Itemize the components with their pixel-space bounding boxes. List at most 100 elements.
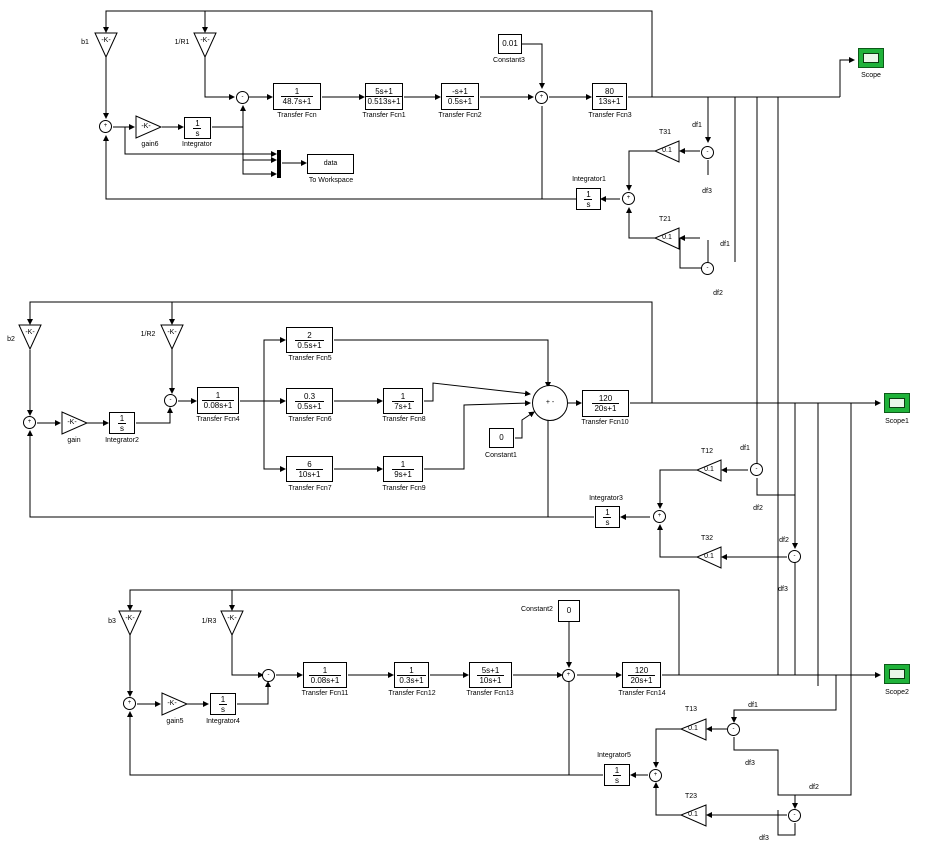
- tf3-den: 13s+1: [596, 96, 623, 106]
- sum-area2-main[interactable]: + -: [532, 385, 568, 421]
- tf12-den: 0.3s+1: [397, 674, 426, 685]
- to-workspace-block[interactable]: data: [307, 154, 354, 174]
- int-den: s: [193, 127, 202, 138]
- sum-area1-left[interactable]: +: [99, 120, 112, 133]
- label-b1: b1: [81, 39, 89, 46]
- label-constant3: Constant3: [493, 57, 525, 64]
- label-r1: 1/R1: [174, 39, 190, 46]
- tf14-den: 20s+1: [628, 674, 655, 685]
- scope2-block[interactable]: [884, 664, 910, 684]
- label-b2: b2: [7, 336, 15, 343]
- label-tf7: Transfer Fcn7: [288, 485, 332, 492]
- sum-area2-left[interactable]: +: [23, 416, 36, 429]
- label-tf14: Transfer Fcn14: [618, 690, 666, 697]
- gain-b3-triangle: [118, 610, 142, 637]
- t12-value: 0.1: [704, 466, 714, 473]
- tf1-den: 0.513s+1: [365, 96, 403, 106]
- sum-area3-tie[interactable]: +: [649, 769, 662, 782]
- label-df2-a3: df2: [809, 784, 819, 791]
- label-df1-a1: df1: [692, 122, 702, 129]
- scope2-screen-icon: [889, 669, 905, 679]
- label-tf2: Transfer Fcn2: [438, 112, 482, 119]
- sum-area1-df1[interactable]: -: [701, 146, 714, 159]
- int-num: 1: [586, 189, 591, 199]
- sum-area1-ace[interactable]: -: [236, 91, 249, 104]
- tf11-den: 0.08s+1: [308, 674, 342, 685]
- label-tf: Transfer Fcn: [277, 112, 317, 119]
- tf4-num: 1: [215, 391, 221, 400]
- label-r3: 1/R3: [201, 618, 217, 625]
- tf14-num: 120: [634, 665, 649, 675]
- mux-block[interactable]: [277, 150, 281, 178]
- label-t23: T23: [684, 793, 698, 800]
- sum-area2-df3[interactable]: -: [788, 550, 801, 563]
- label-df2-a2b: df2: [779, 537, 789, 544]
- int-den: s: [584, 198, 593, 209]
- t23-value: 0.1: [688, 811, 698, 818]
- sum-area2-ace[interactable]: -: [164, 394, 177, 407]
- gain-r1-value: -K-: [200, 37, 210, 44]
- label-tf12: Transfer Fcn12: [388, 690, 436, 697]
- sum-area3-left[interactable]: +: [123, 697, 136, 710]
- label-tf13: Transfer Fcn13: [466, 690, 514, 697]
- label-r2: 1/R2: [140, 331, 156, 338]
- tf6-den: 0.5s+1: [295, 400, 324, 411]
- constant2-block[interactable]: 0: [558, 600, 580, 622]
- sum-area3-df2[interactable]: -: [788, 809, 801, 822]
- sum-area3-main[interactable]: +: [562, 669, 575, 682]
- sum-area2-tie[interactable]: +: [653, 510, 666, 523]
- tf13-den: 10s+1: [477, 674, 504, 685]
- tf1-num: 5s+1: [375, 87, 393, 96]
- sum-area1-df2[interactable]: -: [701, 262, 714, 275]
- scope-block[interactable]: [858, 48, 884, 68]
- label-integrator1: Integrator1: [572, 176, 606, 183]
- t13-value: 0.1: [688, 725, 698, 732]
- label-constant2: Constant2: [521, 606, 553, 613]
- int-num: 1: [614, 765, 620, 775]
- constant1-block[interactable]: 0: [489, 428, 514, 448]
- label-df3-a3b: df3: [759, 835, 769, 842]
- sum-area3-ace[interactable]: -: [262, 669, 275, 682]
- sum-area1-tie[interactable]: +: [622, 192, 635, 205]
- gain-b1-value: -K-: [101, 37, 111, 44]
- label-gain: gain: [67, 437, 81, 444]
- sum-area3-df1[interactable]: -: [727, 723, 740, 736]
- gain5-value: -K-: [167, 700, 177, 707]
- tf13-num: 5s+1: [481, 665, 500, 675]
- constant3-block[interactable]: 0.01: [498, 34, 522, 54]
- tf6-num: 0.3: [303, 391, 316, 401]
- tf9-den: 9s+1: [392, 468, 414, 479]
- label-tf5: Transfer Fcn5: [288, 355, 332, 362]
- sum-area2-df1[interactable]: -: [750, 463, 763, 476]
- scope1-block[interactable]: [884, 393, 910, 413]
- label-scope: Scope: [861, 72, 881, 79]
- tf-num: 1: [294, 87, 300, 96]
- sum-area1-main[interactable]: +: [535, 91, 548, 104]
- tf7-den: 10s+1: [296, 468, 323, 479]
- label-scope1: Scope1: [885, 418, 909, 425]
- gain6-triangle: [135, 115, 163, 139]
- gain-r3-triangle: [220, 610, 244, 637]
